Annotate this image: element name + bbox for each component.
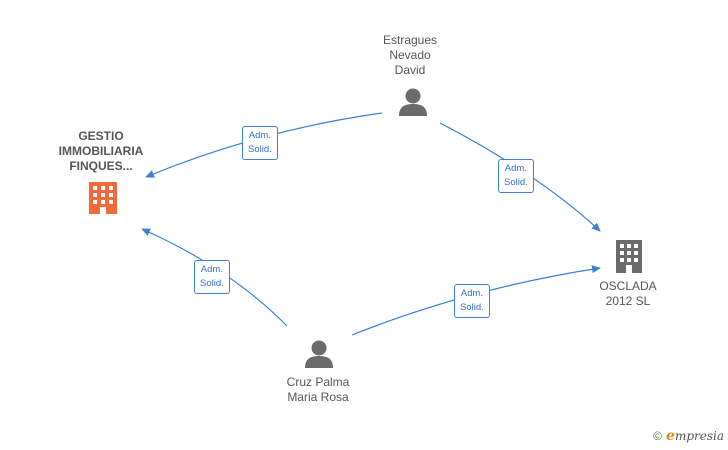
edge-label-estragues-gestio: Adm. Solid. bbox=[242, 126, 278, 160]
company-name-gestio[interactable]: GESTIO IMMOBILIARIA FINQUES... bbox=[58, 129, 144, 173]
building-icon-highlighted bbox=[89, 182, 117, 214]
person-icon bbox=[305, 340, 333, 368]
person-name-estragues[interactable]: Estragues Nevado David bbox=[382, 33, 438, 77]
person-icon bbox=[399, 88, 427, 116]
edge-label-estragues-osclada: Adm. Solid. bbox=[498, 159, 534, 193]
edge-label-cruz-osclada: Adm. Solid. bbox=[454, 284, 490, 318]
footer-brand: © empresia bbox=[653, 428, 724, 444]
company-name-osclada[interactable]: OSCLADA 2012 SL bbox=[599, 279, 657, 308]
edge-label-cruz-gestio: Adm. Solid. bbox=[194, 260, 230, 294]
building-icon bbox=[616, 240, 642, 273]
empresia-logo: empresia bbox=[666, 428, 724, 444]
person-name-cruz[interactable]: Cruz Palma Maria Rosa bbox=[286, 375, 350, 404]
copyright-icon: © bbox=[653, 429, 663, 443]
